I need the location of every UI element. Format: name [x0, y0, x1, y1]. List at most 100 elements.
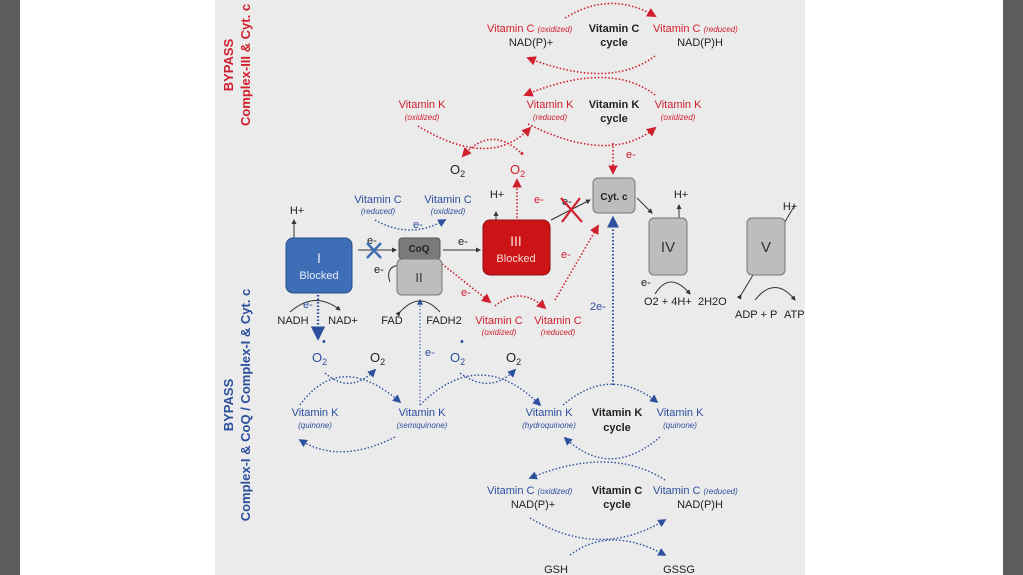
svg-text:Vitamin C (oxidized): Vitamin C (oxidized)	[487, 485, 573, 497]
svg-text:e-: e-	[641, 277, 651, 289]
svg-text:H+: H+	[674, 189, 688, 201]
blocked-x-blue-icon	[366, 242, 382, 259]
svg-text:Vitamin C (reduced): Vitamin C (reduced)	[653, 23, 738, 35]
bottom-vitamin-k-cycle: Vitamin K (quinone) Vitamin K (semiquino…	[292, 407, 705, 434]
right-margin	[805, 0, 1003, 575]
blue-arrows	[298, 215, 667, 556]
blue-vitamin-c: Vitamin C (reduced) Vitamin C (oxidized)…	[354, 194, 472, 231]
complex-v: V H+ ADP + P ATP	[735, 201, 805, 321]
svg-text:cycle: cycle	[600, 37, 628, 49]
svg-text:Vitamin C (reduced): Vitamin C (reduced)	[653, 485, 738, 497]
svg-text:Vitamin C: Vitamin C	[589, 23, 640, 35]
electron-i-coq: e-	[367, 235, 377, 247]
svg-text:FAD: FAD	[381, 315, 402, 327]
svg-text:O2 + 4H+: O2 + 4H+	[644, 296, 692, 308]
svg-text:Vitamin K: Vitamin K	[589, 99, 640, 111]
svg-text:Complex-I & CoQ / Complex-I &: Complex-I & CoQ / Complex-I & Cyt. c	[238, 289, 253, 522]
svg-text:ADP + P: ADP + P	[735, 309, 777, 321]
electron-coq-iii: e-	[458, 236, 468, 248]
svg-text:Vitamin C: Vitamin C	[475, 315, 523, 327]
red-arrows	[417, 2, 657, 310]
svg-text:O2: O2	[506, 350, 521, 367]
svg-text:(reduced): (reduced)	[361, 207, 396, 216]
svg-text:Vitamin K: Vitamin K	[526, 407, 574, 419]
svg-text:e-: e-	[561, 249, 571, 261]
svg-text:NAD(P)H: NAD(P)H	[677, 37, 723, 49]
svg-text:H+: H+	[783, 201, 797, 213]
svg-text:O2: O2	[450, 162, 465, 179]
svg-text:•: •	[520, 148, 524, 160]
coq: CoQ	[398, 237, 441, 260]
svg-text:cycle: cycle	[600, 113, 628, 125]
svg-text:Vitamin K: Vitamin K	[592, 407, 643, 419]
svg-text:O2: O2	[312, 350, 327, 367]
svg-text:Vitamin C: Vitamin C	[592, 485, 643, 497]
svg-text:NAD(P)+: NAD(P)+	[511, 499, 555, 511]
svg-text:III: III	[510, 233, 522, 249]
svg-text:BYPASS: BYPASS	[221, 378, 236, 431]
svg-text:(hydroquinone): (hydroquinone)	[522, 421, 576, 430]
bottom-vitamin-c-cycle: Vitamin C (oxidized) NAD(P)+ Vitamin C c…	[487, 485, 738, 575]
top-oxygen: O2 O2 •	[450, 148, 525, 179]
svg-text:cycle: cycle	[603, 499, 631, 511]
complex-iii: H+ e- III Blocked e-	[482, 189, 571, 276]
svg-text:•: •	[322, 336, 326, 348]
svg-text:Blocked: Blocked	[496, 253, 535, 265]
svg-text:e-: e-	[374, 264, 384, 276]
svg-text:e-: e-	[534, 194, 544, 206]
left-margin	[20, 0, 215, 575]
svg-text:cycle: cycle	[603, 422, 631, 434]
svg-text:IV: IV	[661, 239, 675, 256]
svg-text:(quinone): (quinone)	[298, 421, 332, 430]
svg-text:I: I	[317, 250, 321, 266]
svg-text:Vitamin C: Vitamin C	[354, 194, 402, 206]
svg-text:NAD+: NAD+	[328, 315, 358, 327]
svg-text:e-: e-	[413, 219, 423, 231]
svg-text:H+: H+	[490, 189, 504, 201]
svg-text:Vitamin C (oxidized): Vitamin C (oxidized)	[487, 23, 573, 35]
red-vitamin-c-mid: Vitamin C (oxidized) Vitamin C (reduced)	[475, 315, 582, 337]
bottom-oxygen: O2 • O2 e- O2 • O2	[312, 336, 521, 367]
svg-text:II: II	[415, 270, 422, 285]
svg-text:e-: e-	[303, 299, 313, 311]
svg-text:Vitamin K: Vitamin K	[292, 407, 340, 419]
svg-text:e-: e-	[425, 347, 435, 359]
top-bypass-label: BYPASS Complex-III & Cyt. c	[221, 4, 253, 126]
svg-text:Vitamin K: Vitamin K	[527, 99, 575, 111]
svg-text:CoQ: CoQ	[408, 244, 429, 255]
svg-text:NAD(P)+: NAD(P)+	[509, 37, 553, 49]
svg-text:(quinone): (quinone)	[663, 421, 697, 430]
svg-text:NADH: NADH	[277, 315, 308, 327]
electron-red-down: e-	[461, 287, 471, 299]
cytochrome-c: Cyt. c	[592, 177, 636, 214]
svg-text:H+: H+	[290, 205, 304, 217]
svg-text:(oxidized): (oxidized)	[405, 113, 440, 122]
svg-text:ATP: ATP	[784, 309, 805, 321]
svg-text:(reduced): (reduced)	[541, 328, 576, 337]
svg-text:Cyt. c: Cyt. c	[600, 192, 628, 203]
svg-text:O2: O2	[510, 162, 525, 179]
svg-text:•: •	[460, 336, 464, 348]
svg-text:O2: O2	[450, 350, 465, 367]
svg-text:(oxidized): (oxidized)	[661, 113, 696, 122]
complex-iv: H+ IV e- O2 + 4H+ 2H2O	[641, 189, 727, 308]
svg-text:(semiquinone): (semiquinone)	[397, 421, 448, 430]
svg-text:O2: O2	[370, 350, 385, 367]
svg-text:Vitamin C: Vitamin C	[534, 315, 582, 327]
svg-text:V: V	[761, 239, 771, 256]
svg-text:(reduced): (reduced)	[533, 113, 568, 122]
svg-text:Vitamin K: Vitamin K	[399, 407, 447, 419]
complex-ii: II e- FAD FADH2	[374, 258, 462, 327]
bottom-bypass-label: BYPASS Complex-I & CoQ / Complex-I & Cyt…	[221, 289, 253, 522]
svg-text:e-: e-	[626, 149, 636, 161]
svg-text:Vitamin C: Vitamin C	[424, 194, 472, 206]
svg-text:BYPASS: BYPASS	[221, 38, 236, 91]
electron-2e: 2e-	[590, 301, 606, 313]
svg-text:FADH2: FADH2	[426, 315, 461, 327]
svg-text:(oxidized): (oxidized)	[431, 207, 466, 216]
svg-text:GSH: GSH	[544, 564, 568, 575]
svg-text:Vitamin K: Vitamin K	[399, 99, 447, 111]
complex-i: H+ I Blocked e- NADH NAD+	[277, 205, 357, 327]
svg-text:NAD(P)H: NAD(P)H	[677, 499, 723, 511]
